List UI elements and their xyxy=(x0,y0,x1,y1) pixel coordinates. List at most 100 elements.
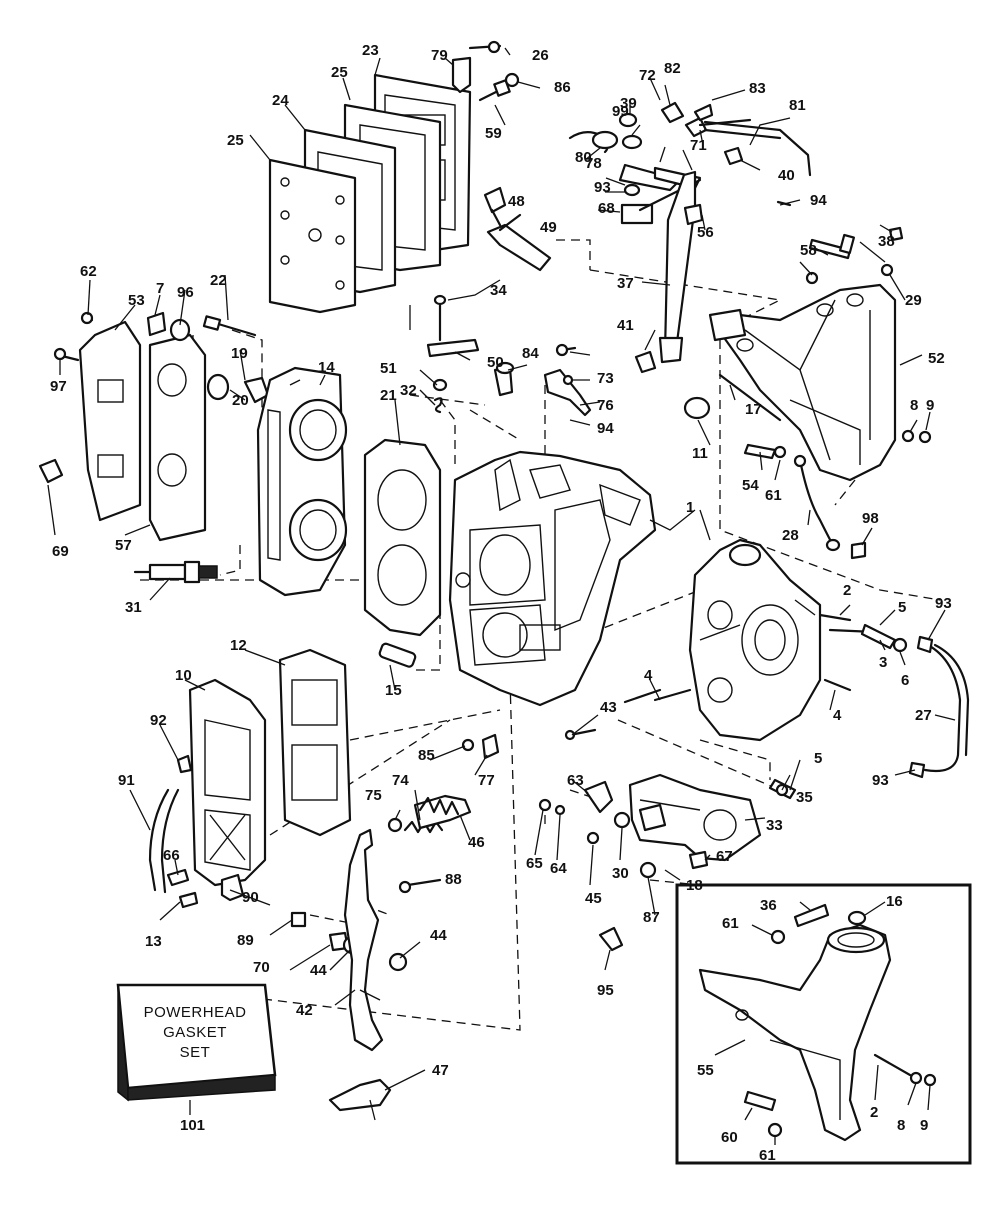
callout: 42 xyxy=(296,1002,313,1019)
springs xyxy=(387,794,472,834)
callout: 44 xyxy=(310,962,327,979)
callout: 65 xyxy=(526,855,543,872)
exhaust-cover-stack xyxy=(268,73,472,314)
callout: 1 xyxy=(686,499,694,516)
callout: 55 xyxy=(697,1062,714,1079)
bolt-58 xyxy=(808,238,852,260)
callout: 37 xyxy=(617,275,634,292)
callout: 19 xyxy=(231,345,248,362)
callout: 94 xyxy=(810,192,827,209)
callout: 54 xyxy=(742,477,759,494)
callout: 78 xyxy=(585,155,602,172)
callout: 94 xyxy=(597,420,614,437)
callout: 57 xyxy=(115,537,132,554)
callout: 49 xyxy=(540,219,557,236)
callout: 35 xyxy=(796,789,813,806)
callout: 83 xyxy=(749,80,766,97)
callout: 44 xyxy=(430,927,447,944)
fitting-and-hose xyxy=(483,186,552,272)
dowel-pin xyxy=(378,642,417,668)
callout: 58 xyxy=(800,242,817,259)
callout: 89 xyxy=(237,932,254,949)
lower-cover-assembly xyxy=(148,648,352,909)
callout: 96 xyxy=(177,284,194,301)
callout: 95 xyxy=(597,982,614,999)
callout: 51 xyxy=(380,360,397,377)
callout: 76 xyxy=(597,397,614,414)
callout: 64 xyxy=(550,860,567,877)
gasket-set-kit: POWERHEAD GASKET SET 101 xyxy=(116,983,277,1134)
callout: 70 xyxy=(253,959,270,976)
callout: 85 xyxy=(418,747,435,764)
callout: 18 xyxy=(686,877,703,894)
callout: 9 xyxy=(920,1117,928,1134)
callout: 97 xyxy=(50,378,67,395)
callout: 14 xyxy=(318,359,335,376)
callout: 40 xyxy=(778,167,795,184)
callout: 80 xyxy=(575,149,592,166)
callout: 52 xyxy=(928,350,945,367)
callout: 36 xyxy=(760,897,777,914)
bracket-33 xyxy=(628,773,762,879)
callout: 48 xyxy=(508,193,525,210)
callout: 61 xyxy=(722,915,739,932)
gasket-kit-line-2: GASKET xyxy=(163,1024,227,1041)
callout: 93 xyxy=(594,179,611,196)
intake-cover-53 xyxy=(78,320,142,522)
callout: 10 xyxy=(175,667,192,684)
grommet-47 xyxy=(328,1078,392,1112)
callout: 74 xyxy=(392,772,409,789)
callout: 4 xyxy=(644,667,653,684)
callout: 9 xyxy=(926,397,934,414)
cylinder-block xyxy=(448,450,657,707)
callout: 99 xyxy=(612,103,629,120)
callout: 61 xyxy=(759,1147,776,1164)
callout: 93 xyxy=(872,772,889,789)
callout: 92 xyxy=(150,712,167,729)
callout: 24 xyxy=(272,92,289,109)
cylinder-head xyxy=(256,366,348,597)
callout: 50 xyxy=(487,354,504,371)
callout: 69 xyxy=(52,543,69,560)
callout: 46 xyxy=(468,834,485,851)
callout: 73 xyxy=(597,370,614,387)
callout: 6 xyxy=(901,672,909,689)
callout: 31 xyxy=(125,599,142,616)
callout: 87 xyxy=(643,909,660,926)
callout: 23 xyxy=(362,42,379,59)
callout: 41 xyxy=(617,317,634,334)
callout: 68 xyxy=(598,200,615,217)
callout: 59 xyxy=(485,125,502,142)
callout: 2 xyxy=(843,582,851,599)
callout-101: 101 xyxy=(180,1117,205,1134)
gasket-kit-line-3: SET xyxy=(180,1044,211,1061)
callout: 2 xyxy=(870,1104,878,1121)
callout: 66 xyxy=(163,847,180,864)
callout: 27 xyxy=(915,707,932,724)
callout: 34 xyxy=(490,282,507,299)
callout: 15 xyxy=(385,682,402,699)
callout: 12 xyxy=(230,637,247,654)
callout: 7 xyxy=(156,280,164,297)
callout: 25 xyxy=(331,64,348,81)
callout: 11 xyxy=(692,445,708,462)
throttle-lever xyxy=(343,828,442,1052)
callout: 33 xyxy=(766,817,783,834)
callout: 5 xyxy=(898,599,906,616)
block-linkage xyxy=(426,294,592,417)
callout: 45 xyxy=(585,890,602,907)
callout: 32 xyxy=(400,382,417,399)
callout: 22 xyxy=(210,272,227,289)
callout: 60 xyxy=(721,1129,738,1146)
callout: 5 xyxy=(814,750,822,767)
callout: 25 xyxy=(227,132,244,149)
leader-lines xyxy=(47,47,956,1121)
callout: 4 xyxy=(833,707,842,724)
spark-plug xyxy=(133,560,218,584)
callout: 75 xyxy=(365,787,382,804)
callout: 8 xyxy=(910,397,918,414)
callout: 38 xyxy=(878,233,895,250)
exhaust-gasket-inner xyxy=(268,158,357,314)
bracket-78 xyxy=(461,733,500,760)
